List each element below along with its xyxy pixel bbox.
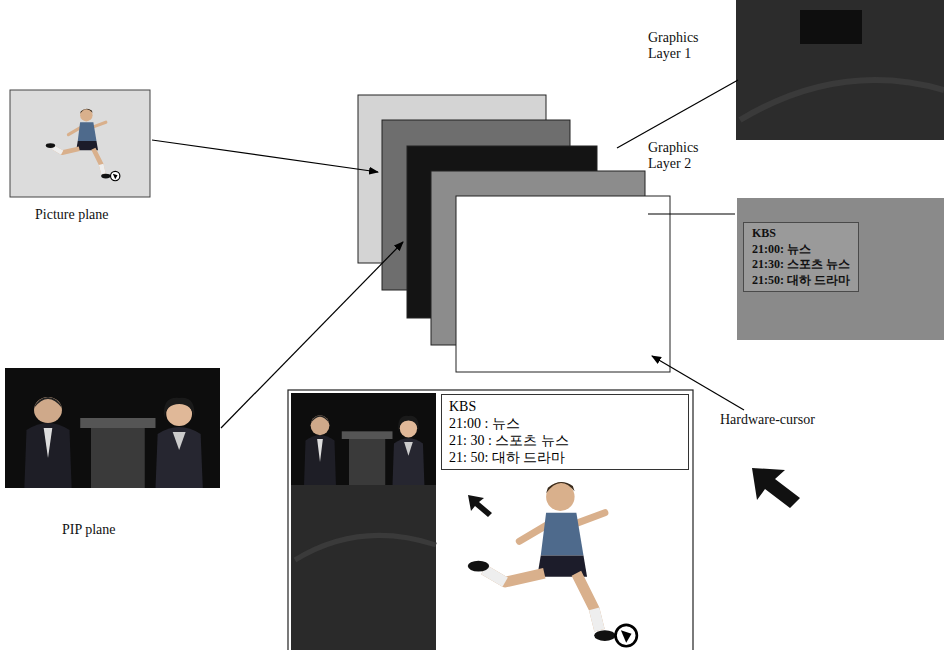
schedule-line: 21:00 : 뉴스: [449, 415, 681, 432]
graphics2-thumbnail: [737, 198, 944, 340]
graphics1-thumbnail: [736, 0, 944, 140]
schedule-line: 21:50: 대하 드라마: [752, 273, 850, 289]
schedule-line: KBS: [752, 226, 850, 242]
schedule-line: KBS: [449, 398, 681, 415]
schedule-box: KBS21:00: 뉴스21:30: 스포츠 뉴스21:50: 대하 드라마: [743, 222, 859, 292]
plane-label: Hardware-cursor: [720, 412, 815, 428]
plane-label: Picture plane: [35, 207, 108, 223]
schedule-line: 21: 50: 대하 드라마: [449, 449, 681, 466]
schedule-line: 21: 30 : 스포츠 뉴스: [449, 432, 681, 449]
schedule-line: 21:00: 뉴스: [752, 242, 850, 258]
picture-thumbnail: [10, 90, 150, 197]
plane-label: PIP plane: [62, 522, 116, 538]
schedule-line: 21:30: 스포츠 뉴스: [752, 257, 850, 273]
composite-screen: [288, 390, 693, 650]
plane-label: Graphics Layer 1: [648, 30, 726, 62]
schedule-box: KBS21:00 : 뉴스21: 30 : 스포츠 뉴스21: 50: 대하 드…: [441, 394, 689, 470]
plane-label: Graphics Layer 2: [648, 140, 726, 172]
